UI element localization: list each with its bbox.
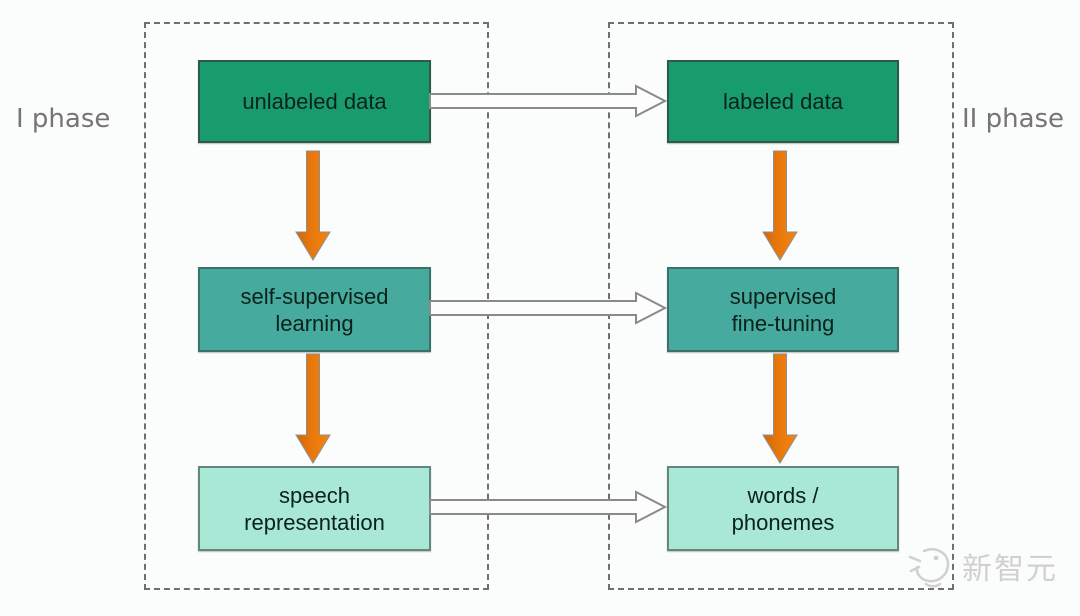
- down-arrow-unlabeled-to-ssl: [295, 150, 331, 261]
- box-words-phonemes: words / phonemes: [667, 466, 899, 551]
- watermark-bird-logo-icon: [908, 548, 950, 588]
- box-labeled-data: labeled data: [667, 60, 899, 143]
- phase-1-label: I phase: [16, 104, 111, 134]
- watermark: 新智元: [906, 543, 1058, 589]
- box-supervised-fine-tuning: supervised fine-tuning: [667, 267, 899, 352]
- down-arrow-labeled-to-finetune: [762, 150, 798, 261]
- right-arrow-ssl-to-finetune: [429, 291, 667, 325]
- right-arrow-speech-to-words: [429, 490, 667, 524]
- box-unlabeled-data: unlabeled data: [198, 60, 431, 143]
- watermark-text: 新智元: [962, 552, 1058, 587]
- box-self-supervised-learning: self-supervised learning: [198, 267, 431, 352]
- box-speech-representation: speech representation: [198, 466, 431, 551]
- right-arrow-unlabeled-to-labeled: [429, 84, 667, 118]
- down-arrow-ssl-to-speech: [295, 353, 331, 464]
- down-arrow-finetune-to-words: [762, 353, 798, 464]
- phase-2-label: II phase: [962, 104, 1065, 134]
